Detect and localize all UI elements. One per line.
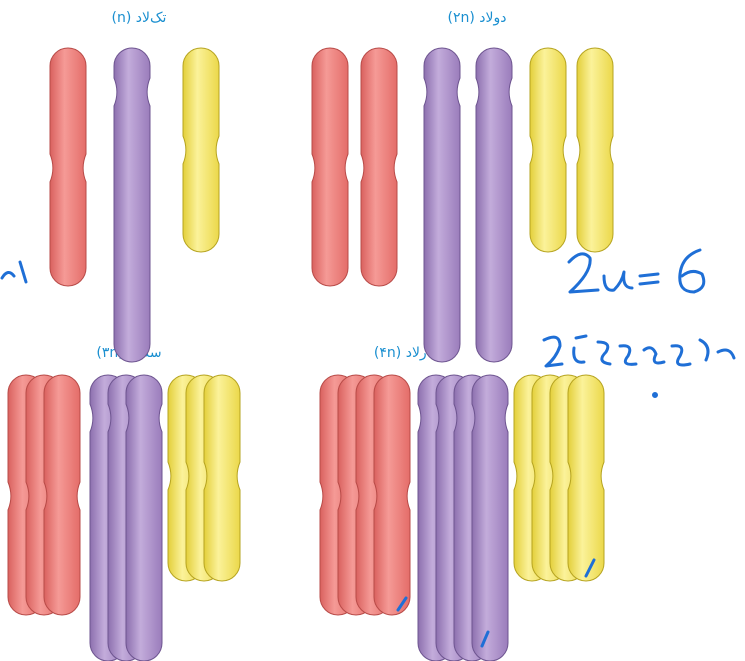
chromosome-yellow [577,48,613,252]
chromosome-yellow [568,375,604,581]
chromosome-yellow [530,48,566,252]
chromosomes-layer [8,48,613,661]
chromosome-red [44,375,80,615]
chromosome-yellow [204,375,240,581]
handwritten-formula [569,250,704,292]
chromosome-purple [476,48,512,362]
chromosome-purple [126,375,162,661]
chromosome-purple [424,48,460,362]
handwritten-scribble [544,336,734,366]
chromosome-purple [472,375,508,661]
handwritten-dot [654,394,657,397]
chromosome-red [361,48,397,286]
handwritten-edge-marks [2,262,26,282]
chromosome-red [374,375,410,615]
chromosome-red [312,48,348,286]
chromosome-yellow [183,48,219,252]
chromosome-red [50,48,86,286]
chromosome-purple [114,48,150,362]
